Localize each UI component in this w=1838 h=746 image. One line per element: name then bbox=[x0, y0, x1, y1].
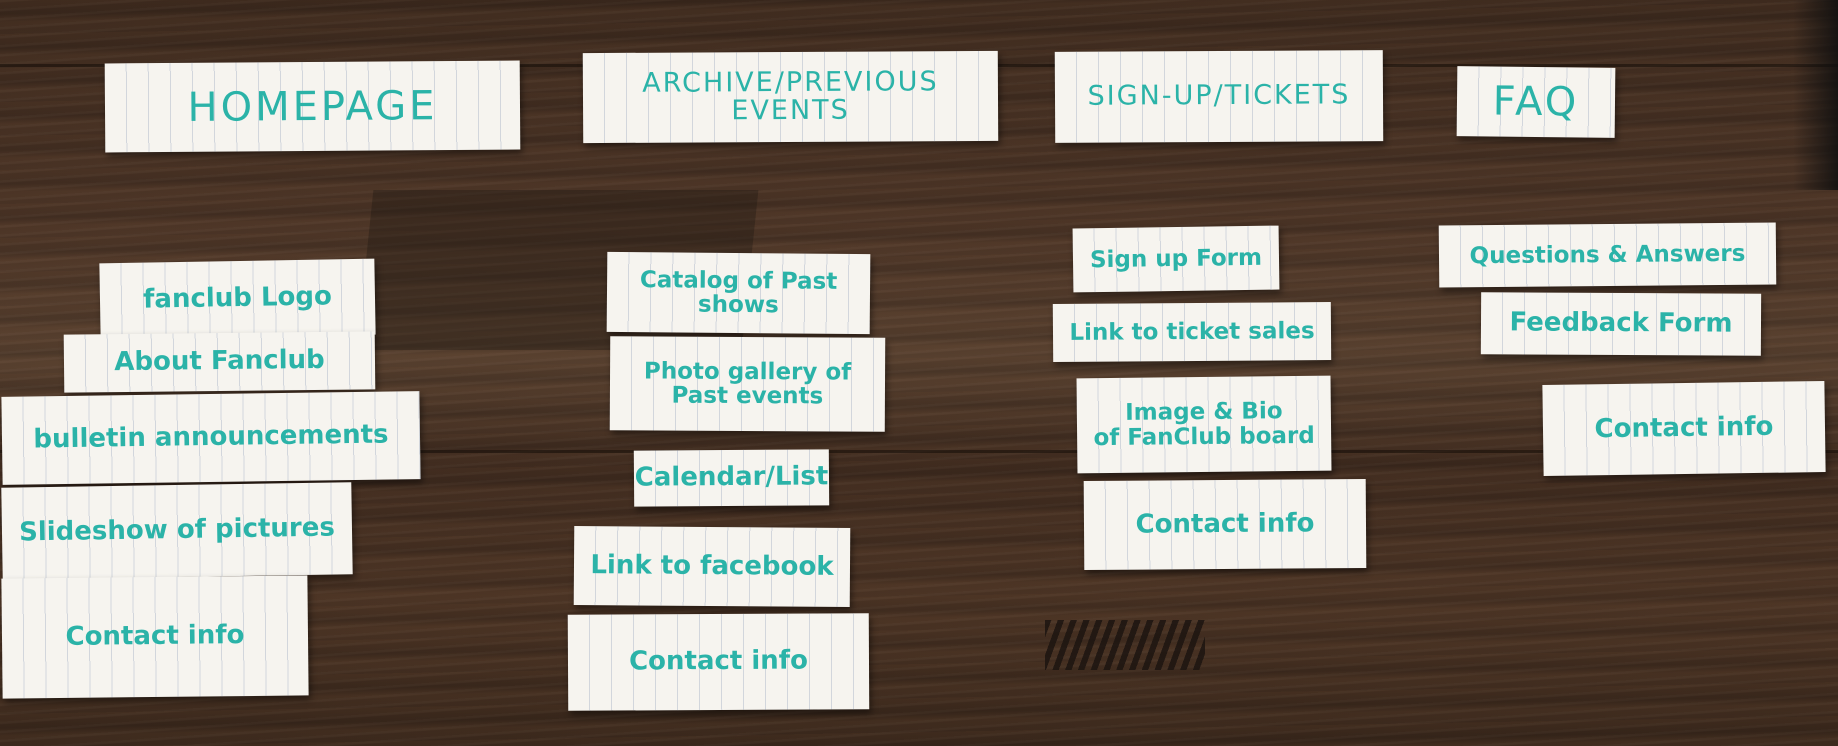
card-link-to-ticket-sales: Link to ticket sales bbox=[1052, 302, 1332, 362]
floor-vent bbox=[1045, 620, 1205, 670]
card-label: Contact info bbox=[65, 620, 245, 653]
card-label: FAQ bbox=[1492, 78, 1580, 126]
card-label: Contact info bbox=[1594, 411, 1774, 445]
card-contact-info: Contact info bbox=[1083, 479, 1367, 570]
card-photo-gallery: Photo gallery of Past events bbox=[609, 336, 886, 432]
card-label: Questions & Answers bbox=[1469, 240, 1746, 270]
card-bulletin-announcements: bulletin announcements bbox=[1, 391, 421, 485]
card-header-signup-tickets: SIGN-UP/TICKETS bbox=[1054, 50, 1384, 143]
card-catalog-of-past-shows: Catalog of Past shows bbox=[606, 251, 871, 335]
card-about-fanclub: About Fanclub bbox=[63, 331, 376, 393]
card-label: About Fanclub bbox=[114, 345, 325, 378]
card-header-faq: FAQ bbox=[1456, 66, 1616, 138]
card-label: Calendar/List bbox=[634, 461, 829, 494]
card-label: Image & Bio of FanClub board bbox=[1093, 398, 1315, 451]
card-label: Contact info bbox=[628, 645, 809, 677]
card-fanclub-logo: fanclub Logo bbox=[99, 258, 376, 340]
card-sign-up-form: Sign up Form bbox=[1072, 225, 1280, 293]
table-corner-shadow bbox=[1793, 0, 1838, 190]
card-label: fanclub Logo bbox=[142, 281, 333, 315]
card-label: Catalog of Past shows bbox=[639, 266, 838, 319]
card-label: Contact info bbox=[1135, 508, 1315, 540]
card-label: ARCHIVE/PREVIOUS EVENTS bbox=[642, 65, 939, 127]
card-header-homepage: HOMEPAGE bbox=[104, 60, 521, 153]
card-contact-info: Contact info bbox=[1542, 381, 1826, 476]
card-label: Link to ticket sales bbox=[1069, 318, 1315, 346]
card-contact-info: Contact info bbox=[567, 613, 870, 711]
card-calendar-list: Calendar/List bbox=[633, 449, 830, 507]
card-label: HOMEPAGE bbox=[187, 82, 438, 131]
card-header-archive: ARCHIVE/PREVIOUS EVENTS bbox=[582, 50, 999, 144]
card-feedback-form: Feedback Form bbox=[1480, 292, 1762, 356]
card-label: Photo gallery of Past events bbox=[643, 358, 852, 410]
card-questions-and-answers: Questions & Answers bbox=[1438, 222, 1777, 288]
card-contact-info: Contact info bbox=[1, 575, 309, 699]
card-label: Sign up Form bbox=[1089, 244, 1263, 274]
card-label: Feedback Form bbox=[1509, 307, 1733, 339]
table-seam bbox=[0, 450, 1838, 453]
card-slideshow-of-pictures: Slideshow of pictures bbox=[1, 482, 353, 580]
card-link-to-facebook: Link to facebook bbox=[573, 526, 851, 607]
card-label: bulletin announcements bbox=[33, 419, 389, 455]
card-label: SIGN-UP/TICKETS bbox=[1087, 79, 1351, 113]
card-label: Slideshow of pictures bbox=[18, 512, 336, 548]
card-label: Link to facebook bbox=[590, 549, 834, 582]
card-image-bio-fanclub-board: Image & Bio of FanClub board bbox=[1076, 375, 1332, 474]
